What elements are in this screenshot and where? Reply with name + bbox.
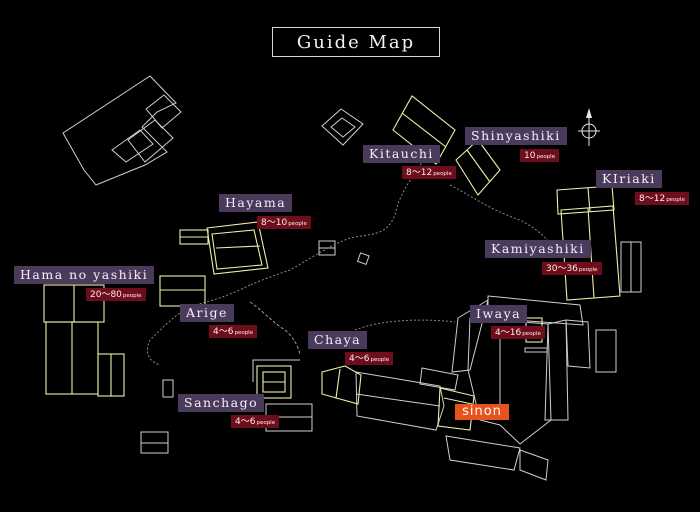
capacity-badge-hama-no-yashiki: 20〜80people — [86, 288, 146, 301]
capacity-badge-shinyashiki: 10people — [520, 149, 560, 162]
stepping-stones — [249, 301, 301, 356]
capacity-badge-kamiyashiki: 30〜36people — [542, 262, 602, 275]
room-label-kiriaki[interactable]: KIriaki — [596, 170, 662, 188]
map-title: Guide Map — [272, 27, 440, 57]
capacity-badge-kitauchi: 8〜12people — [402, 166, 456, 179]
room-buildings — [43, 95, 621, 431]
room-label-shinyashiki[interactable]: Shinyashiki — [465, 127, 567, 145]
capacity-badge-hayama: 8〜10people — [257, 216, 311, 229]
capacity-badge-iwaya: 4〜16people — [491, 326, 545, 339]
capacity-badge-sanchago: 4〜6people — [231, 415, 280, 428]
room-label-chaya[interactable]: Chaya — [308, 331, 368, 349]
capacity-badge-arige: 4〜6people — [209, 325, 258, 338]
room-label-arige[interactable]: Arige — [180, 304, 234, 322]
compass-north-icon — [578, 108, 600, 146]
room-label-kitauchi[interactable]: Kitauchi — [363, 145, 440, 163]
capacity-badge-chaya: 4〜6people — [345, 352, 394, 365]
room-label-sanchago[interactable]: Sanchago — [178, 394, 265, 412]
sinon-brand-label[interactable]: sinon — [455, 404, 509, 420]
room-label-hayama[interactable]: Hayama — [219, 194, 293, 212]
room-label-hama-no-yashiki[interactable]: Hama no yashiki — [14, 266, 155, 284]
room-label-kamiyashiki[interactable]: Kamiyashiki — [485, 240, 591, 258]
capacity-badge-kiriaki: 8〜12people — [635, 192, 689, 205]
room-label-iwaya[interactable]: Iwaya — [470, 305, 528, 323]
